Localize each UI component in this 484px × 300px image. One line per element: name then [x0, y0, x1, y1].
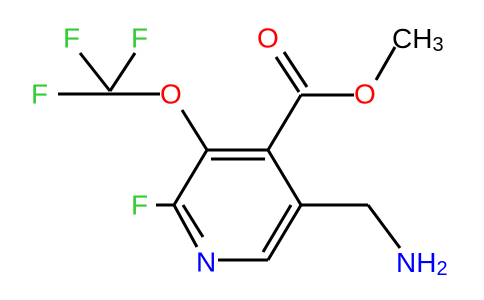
bond-o-ring [180, 109, 209, 151]
bond-ring-n-c2-inner [181, 204, 205, 238]
bond-carbonyl-double-2 [282, 51, 309, 88]
nh2-main: NH [396, 247, 436, 278]
bond-carbonyl-double-1 [274, 56, 301, 93]
bond-ch2-nh2 [366, 204, 402, 249]
atom-o-carbonyl: O [257, 23, 279, 54]
atom-f-top-left: F [63, 23, 80, 54]
ch3-subscript: 3 [432, 34, 443, 56]
atom-f-left: F [31, 79, 48, 110]
atom-ch3: CH3 [392, 23, 444, 57]
bond-c4-carbonyl [266, 94, 303, 151]
atom-o-ester: O [354, 79, 376, 110]
atom-n-ring: N [196, 247, 216, 278]
bond-oester-ch3 [374, 46, 397, 81]
bond-ring-n-c2 [172, 204, 199, 248]
atom-f-top-right: F [131, 23, 148, 54]
bond-ring-c5-c6 [266, 204, 303, 261]
bond-ring-c2-c3 [172, 149, 209, 206]
bond-ring-c5-c6-inner [261, 204, 293, 253]
ch3-main: CH [392, 23, 432, 54]
atom-nh2: NH2 [396, 247, 448, 281]
bond-ring-c4-c5 [266, 149, 303, 206]
atom-f-ring: F [131, 190, 148, 221]
bond-f-cf3-top-right [108, 52, 137, 92]
bond-f-cf3-top-left [78, 52, 112, 92]
nh2-subscript: 2 [436, 258, 447, 280]
atom-o-ether: O [160, 79, 182, 110]
